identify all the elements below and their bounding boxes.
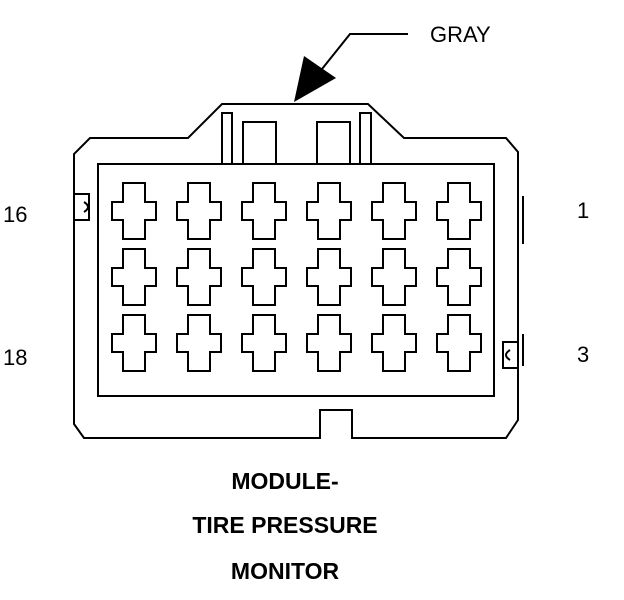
caption-line-1: MODULE-: [231, 468, 339, 494]
terminal-cavity-r2-c1: [111, 248, 157, 306]
caption-line-2: TIRE PRESSURE: [192, 512, 378, 538]
terminal-cavity-r1-c1: [111, 182, 157, 240]
terminal-cavity-r2-c6: [436, 248, 482, 306]
lock-tab-left-hook: [83, 201, 89, 213]
terminal-cavity-r1-c2: [176, 182, 222, 240]
pin-label-18: 18: [3, 345, 28, 370]
terminal-cavity-r1-c6: [436, 182, 482, 240]
color-leader-line: [317, 33, 408, 75]
terminal-grid: [111, 182, 482, 372]
lock-tab-right: [502, 341, 518, 369]
color-leader-arrowhead: [294, 56, 336, 102]
terminal-cavity-r2-c2: [176, 248, 222, 306]
terminal-cavity-r1-c3: [241, 182, 287, 240]
terminal-cavity-r2-c5: [371, 248, 417, 306]
connector-housing-outline: [73, 103, 519, 439]
latch-window-right: [316, 121, 351, 164]
terminal-cavity-r3-c6: [436, 314, 482, 372]
color-label: GRAY: [430, 22, 491, 47]
latch-post-left: [221, 112, 233, 164]
pin-label-16: 16: [3, 202, 28, 227]
pin-label-3: 3: [577, 342, 590, 367]
terminal-cavity: [97, 163, 495, 397]
terminal-cavity-r3-c3: [241, 314, 287, 372]
terminal-cavity-r3-c1: [111, 314, 157, 372]
terminal-cavity-r3-c4: [306, 314, 352, 372]
terminal-cavity-r2-c4: [306, 248, 352, 306]
terminal-cavity-r3-c2: [176, 314, 222, 372]
lock-tab-right-hook: [505, 349, 511, 361]
caption-line-3: MONITOR: [230, 558, 340, 584]
latch-window-left: [242, 121, 277, 164]
terminal-cavity-r1-c4: [306, 182, 352, 240]
lock-tab-left: [74, 193, 90, 221]
terminal-cavity-r1-c5: [371, 182, 417, 240]
terminal-cavity-r3-c5: [371, 314, 417, 372]
terminal-cavity-r2-c3: [241, 248, 287, 306]
latch-post-right: [359, 112, 372, 164]
pin-label-1: 1: [577, 198, 590, 223]
